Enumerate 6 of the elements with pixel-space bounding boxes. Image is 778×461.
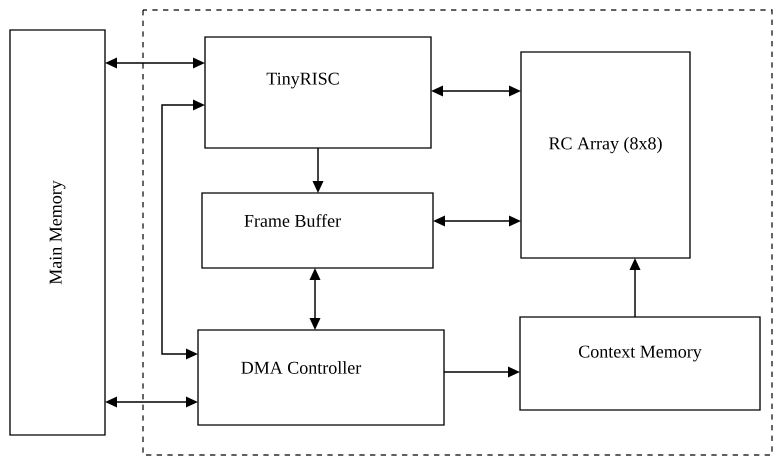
- block-box: Frame Buffer: [201, 192, 434, 269]
- block-box: RC Array (8x8): [520, 51, 691, 259]
- block-box: DMA Controller: [197, 329, 445, 426]
- block-box: Context Memory: [519, 316, 761, 411]
- block-box: Main Memory: [9, 29, 106, 436]
- block-box: TinyRISC: [204, 36, 432, 149]
